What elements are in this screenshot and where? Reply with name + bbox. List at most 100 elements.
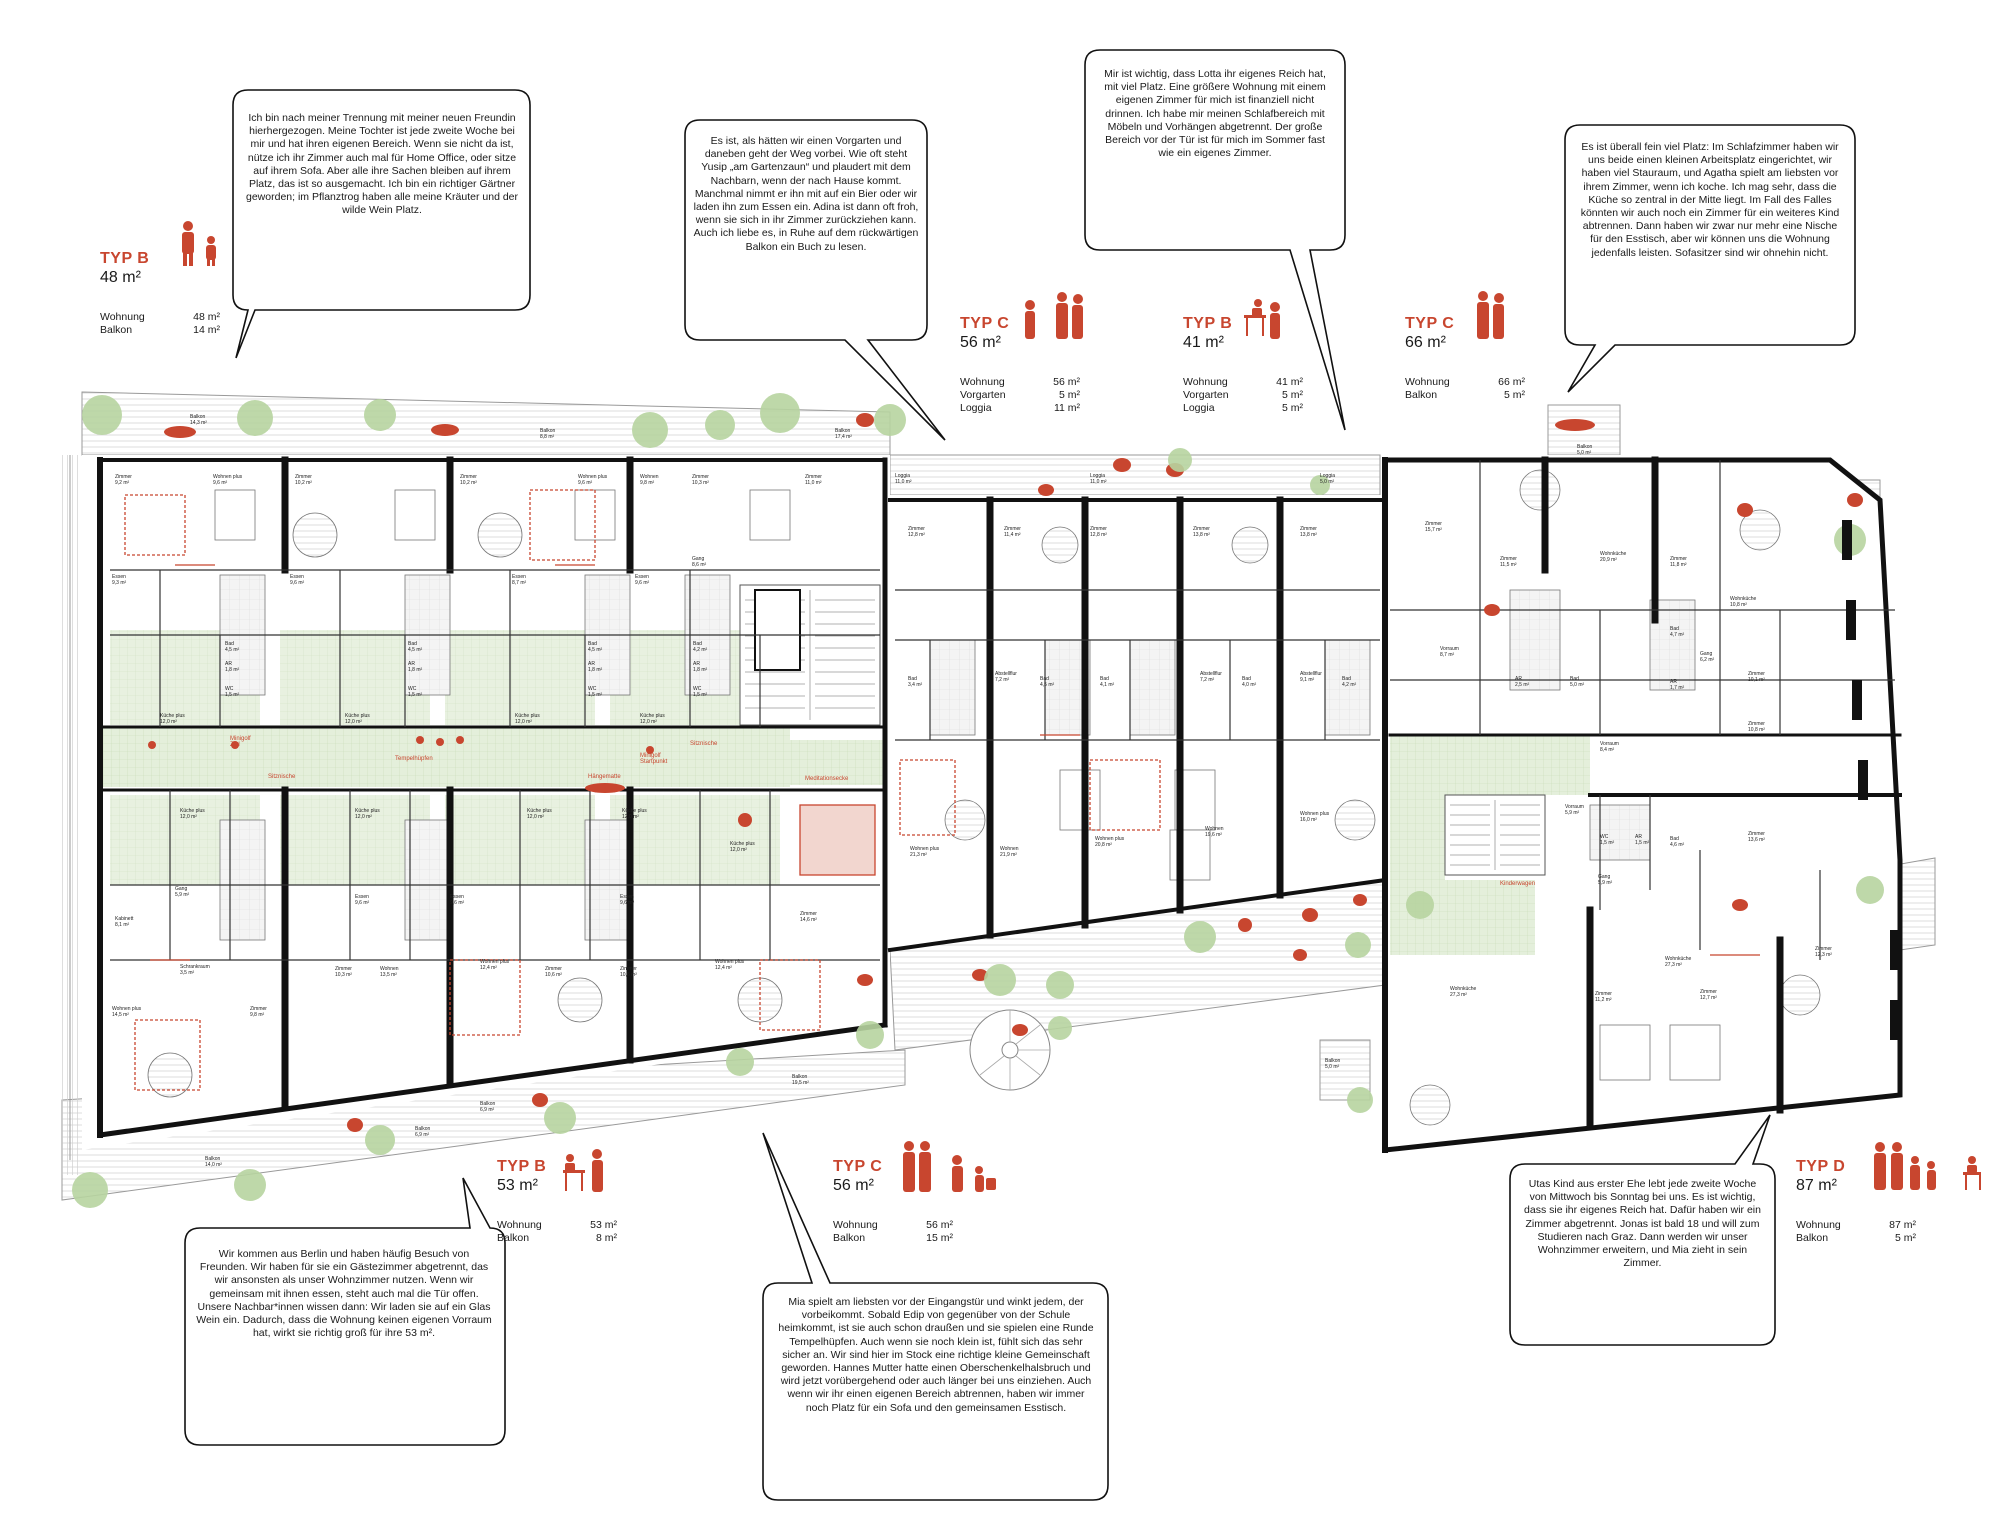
type-code: TYP C xyxy=(1405,315,1455,332)
stat-key: Loggia xyxy=(960,402,992,414)
corridor-left xyxy=(100,727,790,787)
stat-value: 56 m² xyxy=(926,1219,953,1231)
stat-value: 53 m² xyxy=(590,1219,617,1231)
facade-windows xyxy=(1842,520,1900,1040)
label-haengematte: Hängematte xyxy=(588,774,621,780)
green-zone-3 xyxy=(445,630,595,725)
stat-value: 8 m² xyxy=(596,1232,617,1244)
interior-walls xyxy=(110,460,1895,961)
stairwell-left xyxy=(739,584,881,726)
type-code: TYP B xyxy=(1183,315,1233,332)
stat-value: 66 m² xyxy=(1498,376,1525,388)
stat-key: Wohnung xyxy=(1183,376,1228,388)
label-kinderwagen: Kinderwagen xyxy=(1500,881,1535,887)
people-icon-56b xyxy=(903,1141,996,1192)
type-area: 56 m² xyxy=(833,1177,874,1194)
people-icon-53 xyxy=(563,1149,603,1192)
bubble-41-shape xyxy=(1084,49,1346,431)
label-meditationsecke: Meditationsecke xyxy=(805,776,849,782)
bubble-87-shape xyxy=(1509,1114,1776,1346)
red-accents xyxy=(124,489,1760,1091)
label-sitznische-1: Sitznische xyxy=(268,774,296,780)
type-area: 48 m² xyxy=(100,269,141,286)
type-code: TYP B xyxy=(100,250,150,267)
bubble-48-shape xyxy=(232,89,531,359)
stat-value: 56 m² xyxy=(1053,376,1080,388)
green-zone-9 xyxy=(1440,880,1535,955)
stat-value: 11 m² xyxy=(1053,402,1080,414)
bubble-48-text: Ich bin nach meiner Trennung mit meiner … xyxy=(246,112,518,217)
type-code: TYP C xyxy=(833,1158,883,1175)
bubble-53-shape xyxy=(184,1177,506,1446)
stat-value: 5 m² xyxy=(1282,402,1303,414)
stat-key: Vorgarten xyxy=(1183,389,1229,401)
west-deck xyxy=(62,455,82,1175)
stat-key: Balkon xyxy=(497,1232,530,1244)
stat-value: 15 m² xyxy=(926,1232,953,1244)
stat-value: 48 m² xyxy=(193,311,220,323)
type-code: TYP D xyxy=(1796,1158,1846,1175)
stat-value: 14 m² xyxy=(193,324,220,336)
stat-key: Wohnung xyxy=(833,1219,878,1231)
red-figures xyxy=(148,413,1863,1132)
